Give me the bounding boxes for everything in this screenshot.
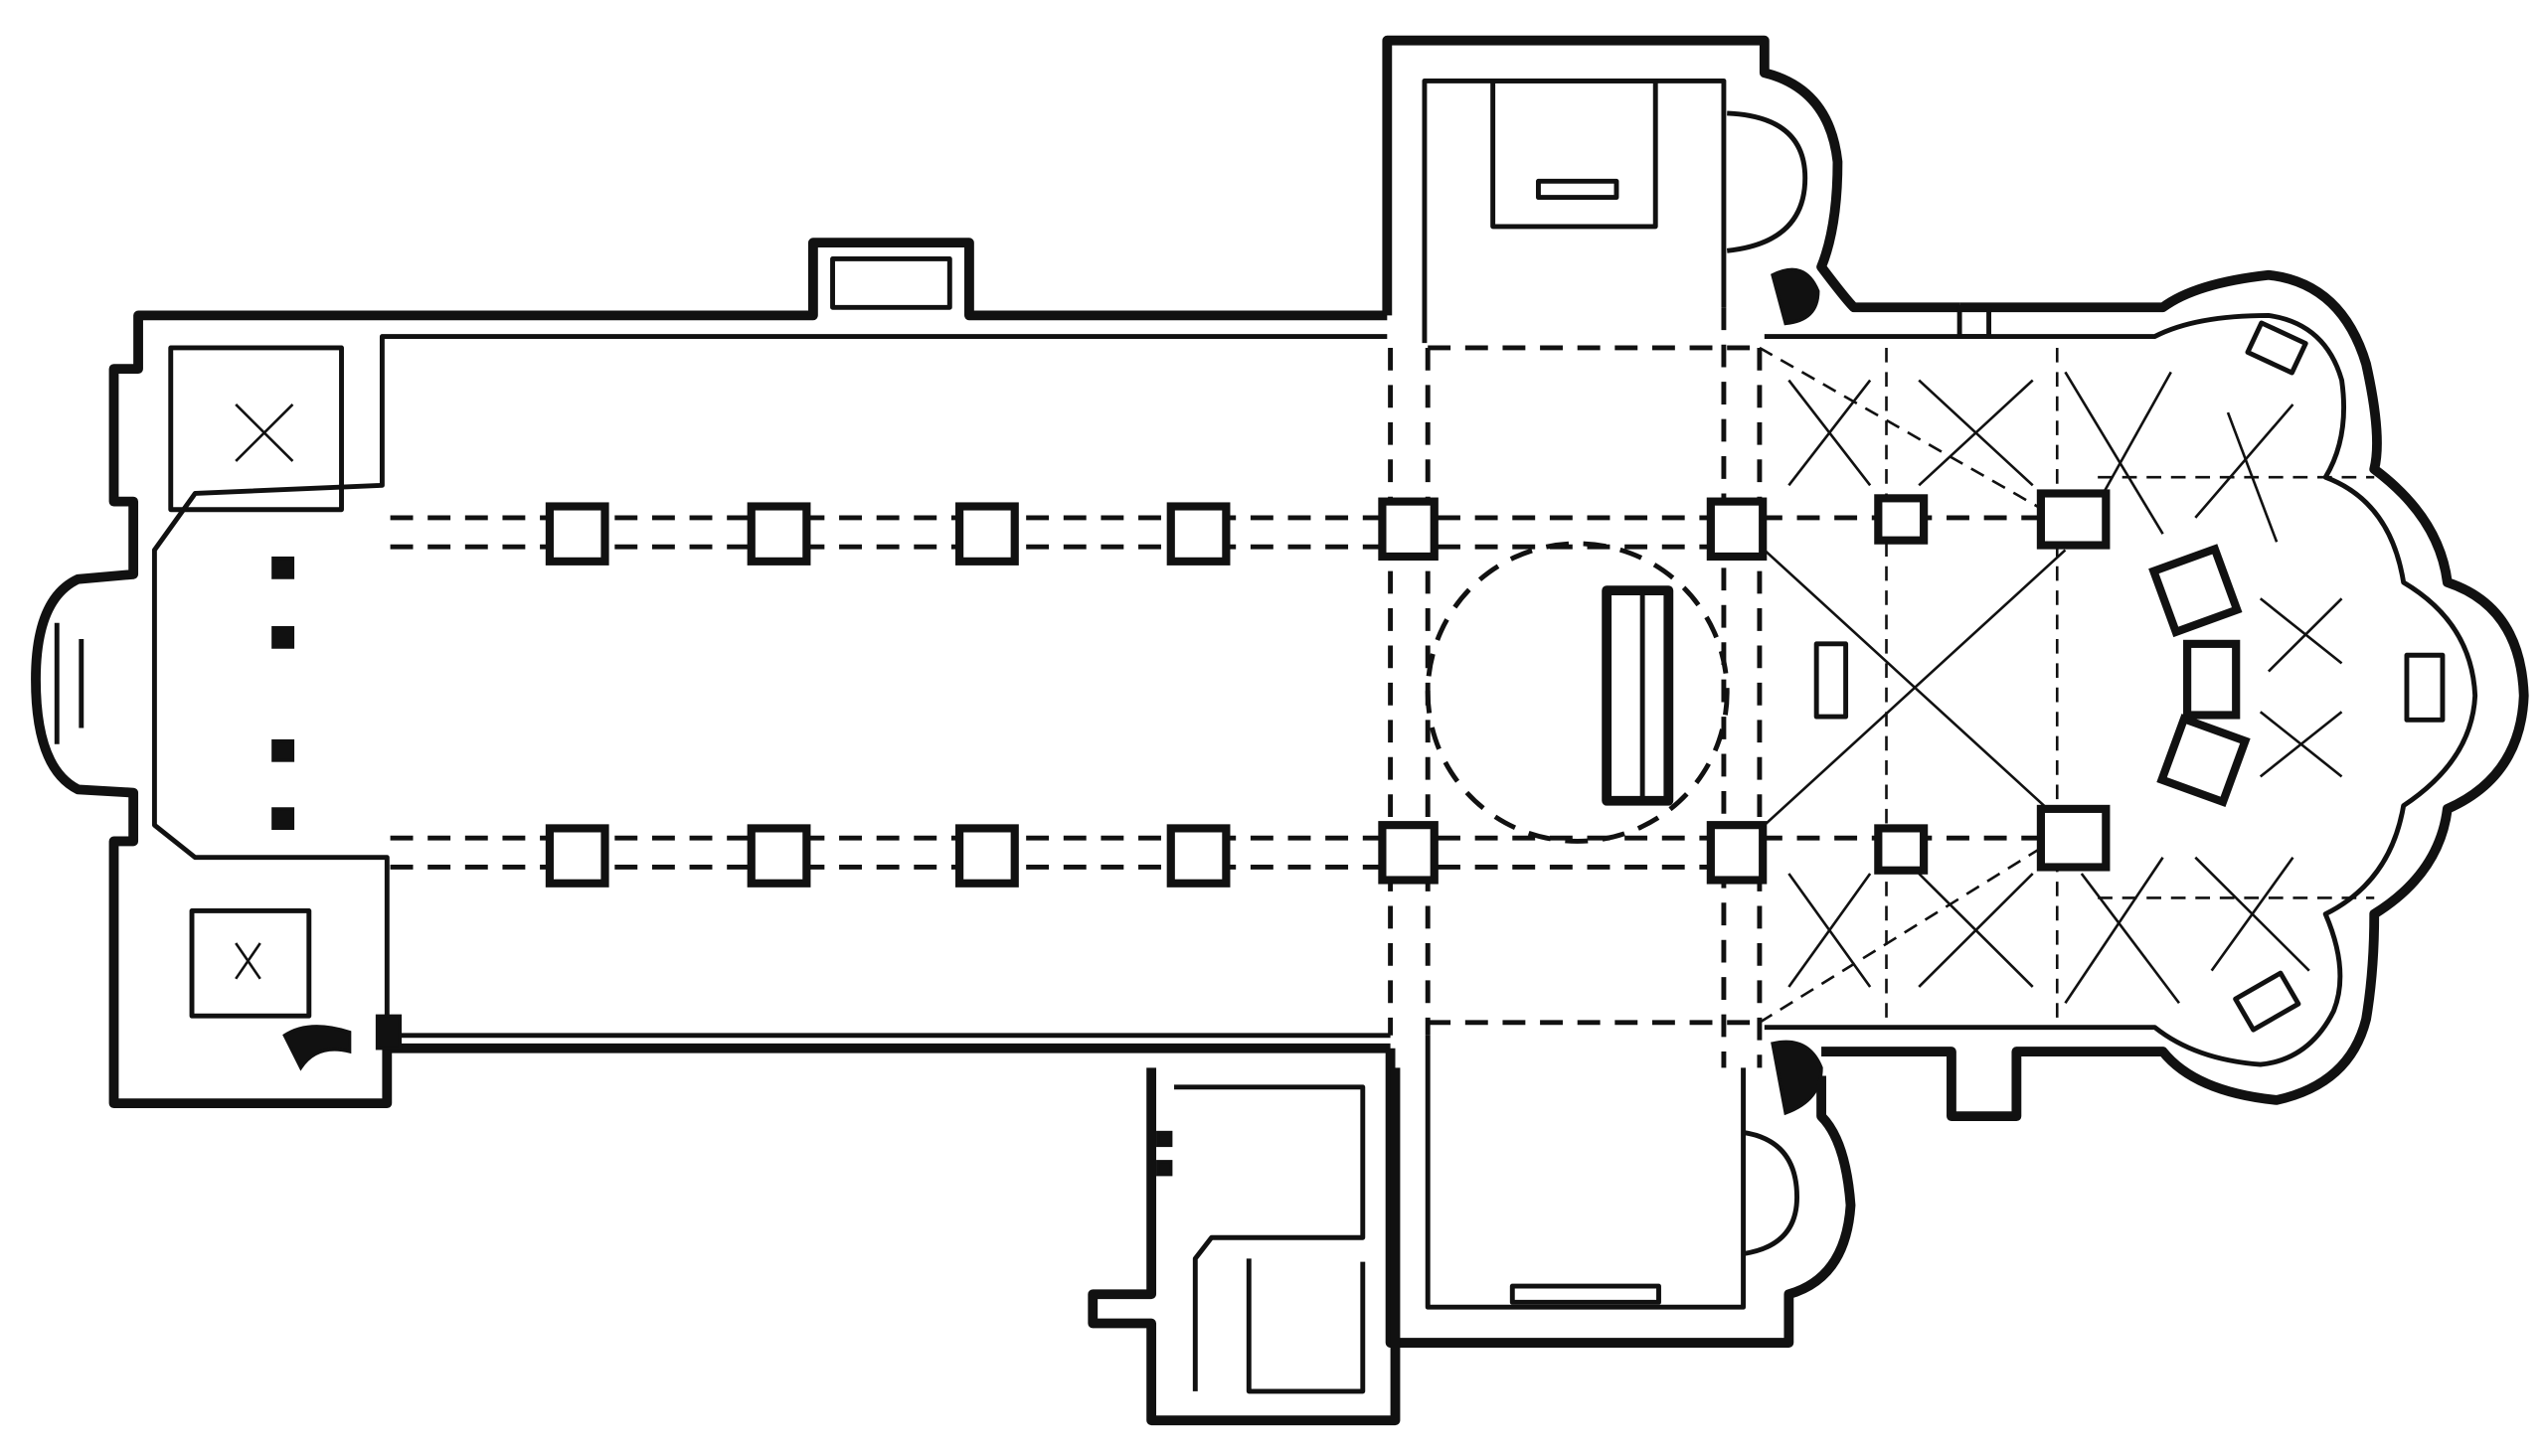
- west-entrance: [54, 622, 85, 744]
- sacristy: [1088, 1067, 1401, 1426]
- crossing-dome: [1425, 541, 1730, 844]
- north-transept-inner: [1422, 78, 1727, 344]
- transept: [1378, 35, 1960, 1348]
- north-transept-altar-slab: [1535, 178, 1619, 201]
- west-door-jamb-2: [271, 625, 295, 649]
- north-porch: [830, 256, 952, 310]
- pier: [955, 502, 1019, 566]
- apse-pier: [2156, 714, 2251, 807]
- apse-pier: [2183, 639, 2241, 720]
- west-tower-chapel-south: [189, 907, 312, 1019]
- south-transept-altar: [1509, 1283, 1661, 1305]
- pier: [1166, 502, 1231, 566]
- pier: [747, 824, 811, 888]
- chevet-outer-wall: [1821, 269, 2529, 1122]
- nave-arcades: [390, 515, 1724, 870]
- pier: [1166, 824, 1231, 888]
- crossing-pier: [1706, 821, 1768, 885]
- nave-inner-wall: [151, 334, 1391, 1039]
- north-apsidiole: [1726, 110, 1808, 253]
- choir: [1759, 269, 2529, 1122]
- choir-pier: [1874, 824, 1929, 875]
- nave-piers: [545, 502, 1231, 888]
- choir-pier: [2036, 804, 2111, 872]
- pier: [545, 824, 609, 888]
- west-door-jamb-3: [271, 738, 295, 762]
- choir-altar: [1813, 641, 1849, 720]
- radiating-chapel-altar: [2245, 320, 2308, 376]
- south-transept-inner: [1425, 1035, 1747, 1310]
- radiating-chapel-altar: [2233, 970, 2301, 1033]
- high-altar: [1602, 585, 1674, 806]
- west-stair: [282, 1025, 352, 1071]
- nave-outer-wall: [31, 238, 1391, 1109]
- south-stair-turret: [1771, 1040, 1823, 1116]
- pier: [545, 502, 609, 566]
- crossing-pier: [1378, 497, 1439, 562]
- pier: [747, 502, 811, 566]
- west-door-jamb-1: [271, 556, 295, 579]
- choir-pier: [2036, 489, 2111, 550]
- chevet-inner-wall: [1764, 312, 2478, 1067]
- crossing-pier: [1378, 821, 1439, 885]
- apse-pier: [2148, 544, 2243, 638]
- north-transept-wall: [1382, 35, 1960, 316]
- sacristy-inner: [1174, 1084, 1366, 1394]
- south-apsidiole: [1743, 1130, 1799, 1256]
- sacristy-wall: [1088, 1067, 1401, 1426]
- choir-pier: [1874, 494, 1929, 545]
- radiating-chapel-altar: [2404, 652, 2446, 723]
- west-door-jamb-4: [271, 807, 295, 831]
- south-transept-wall: [1385, 1048, 1856, 1348]
- west-tower-chapel-north: [168, 345, 344, 513]
- crossing-pier: [1706, 497, 1768, 562]
- nave: [31, 238, 1391, 1109]
- north-transept-altar: [1490, 78, 1658, 230]
- north-stair-turret: [1771, 267, 1820, 326]
- pier: [955, 824, 1019, 888]
